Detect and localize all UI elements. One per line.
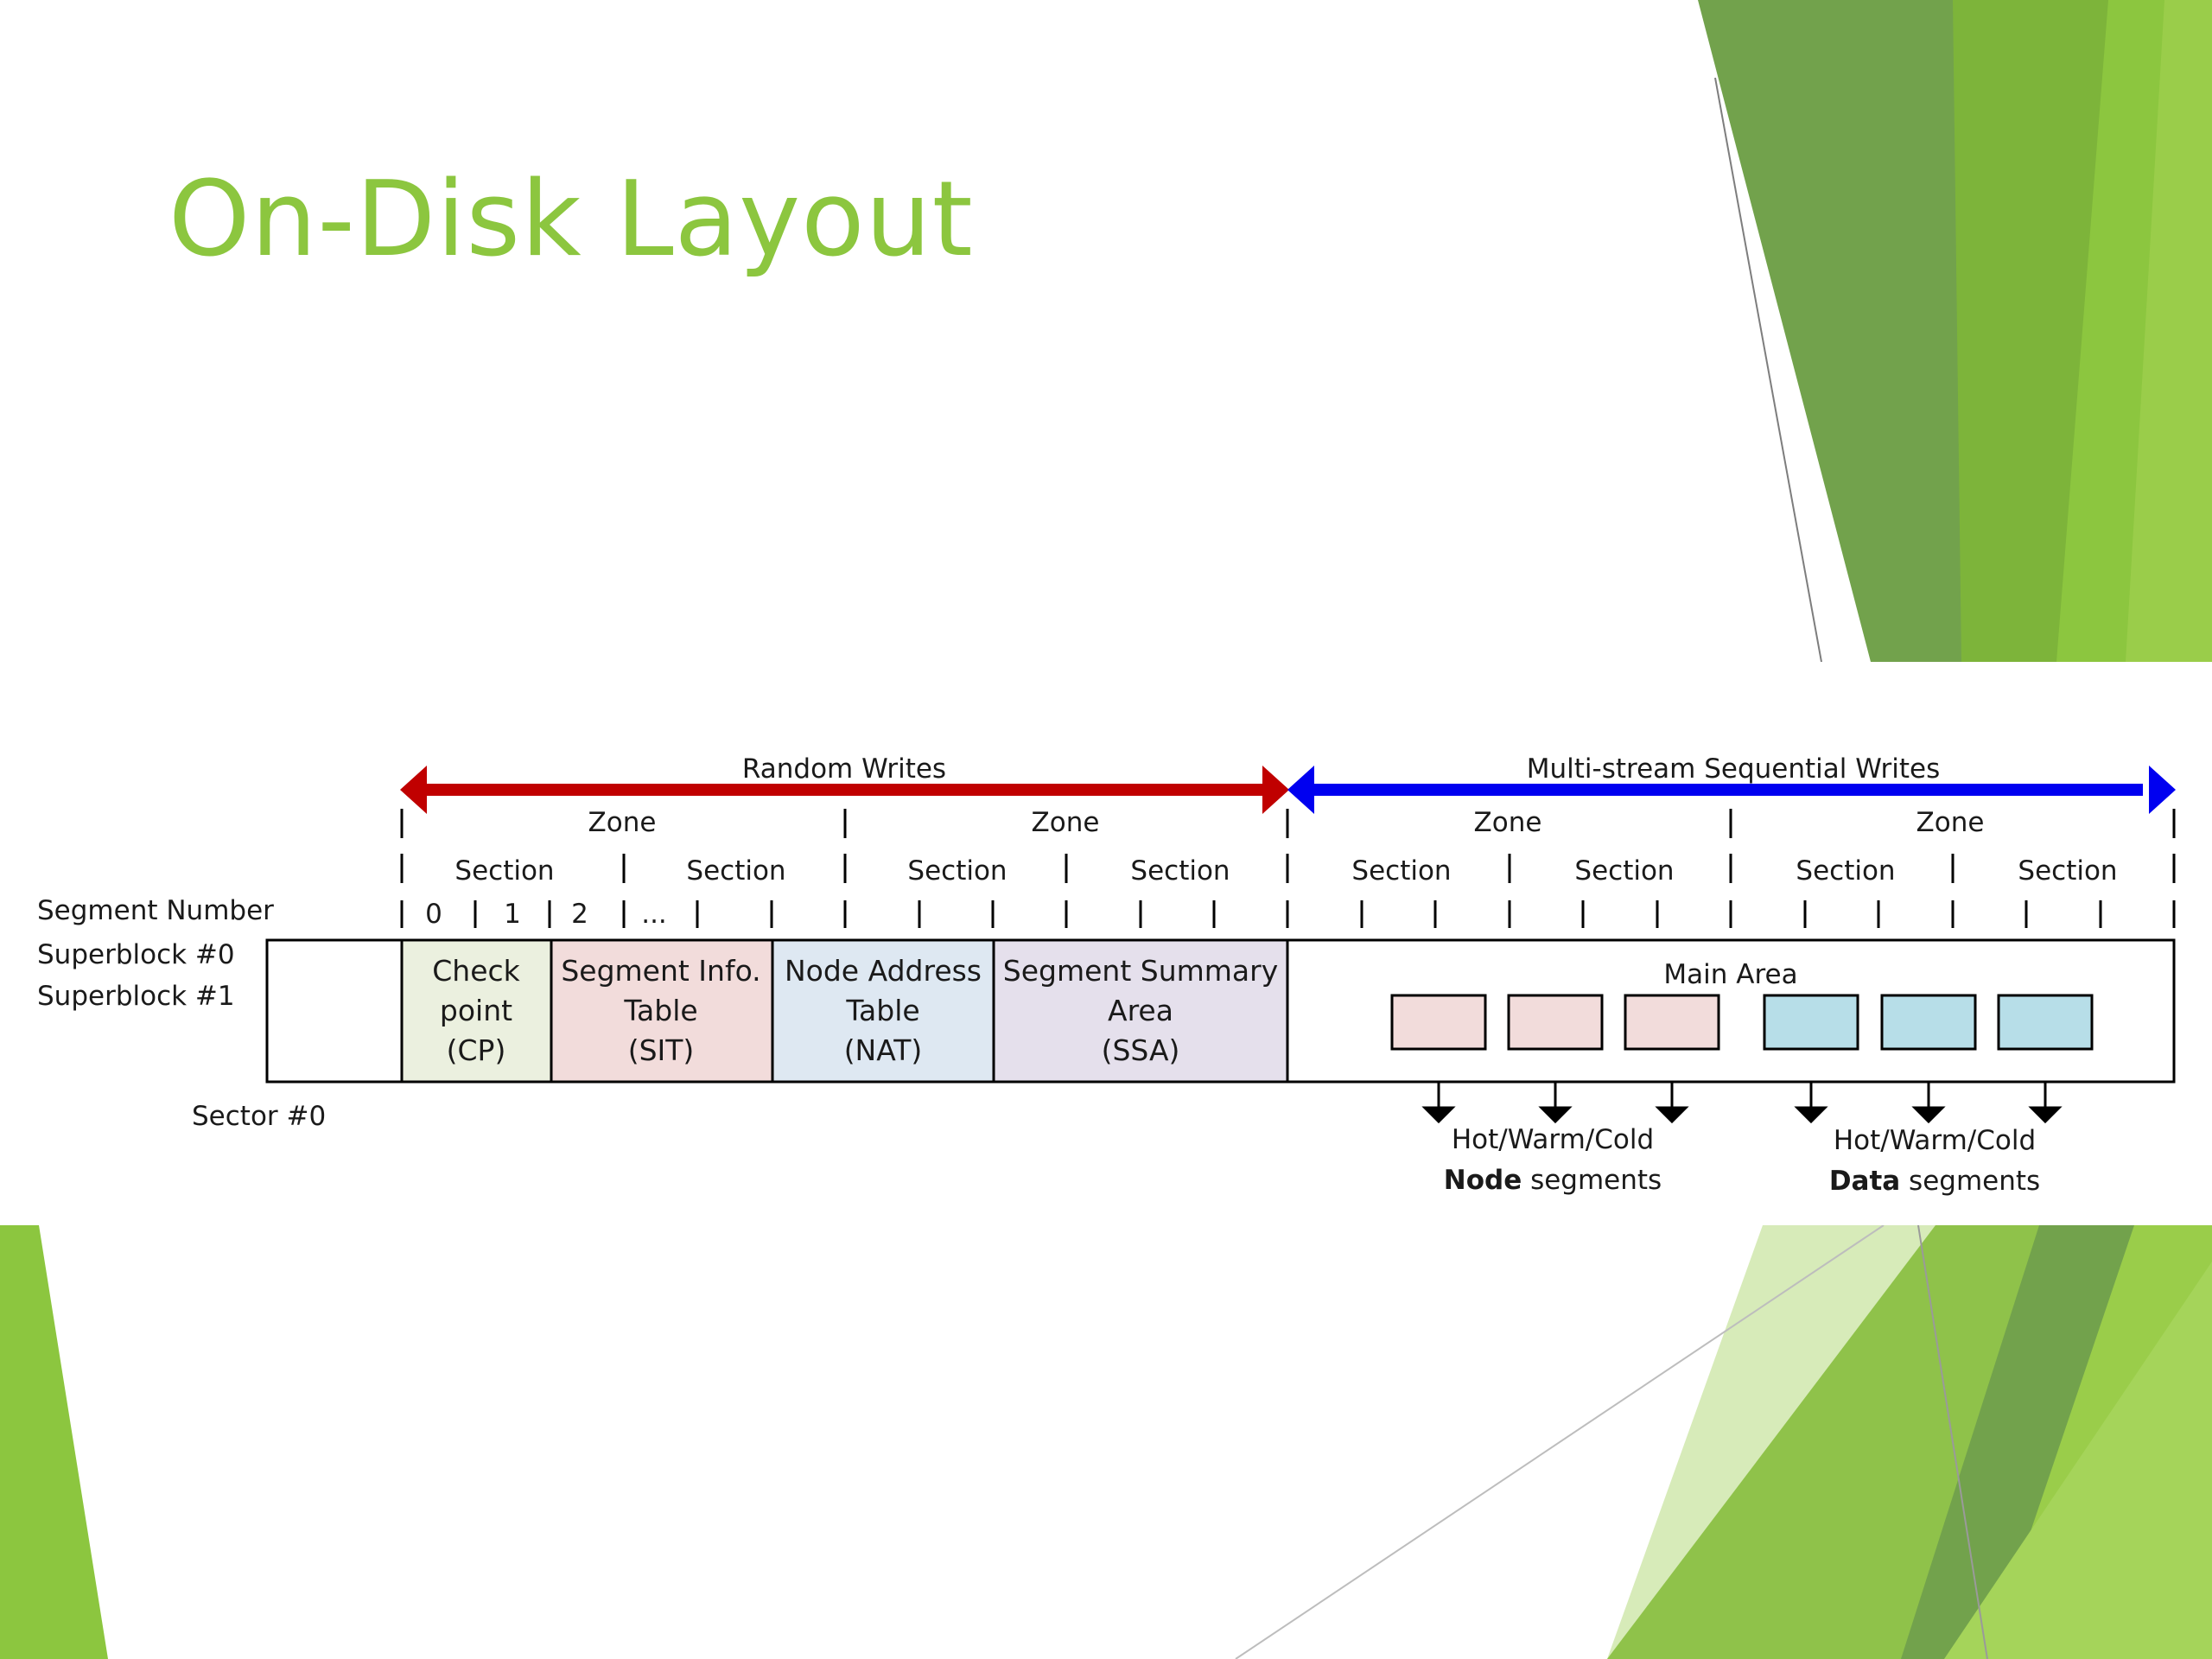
node-segment-box-cold — [1624, 994, 1720, 1051]
zone-ticks — [400, 809, 2176, 838]
ssa-area — [992, 938, 1289, 1084]
data-segment-boxes — [1763, 994, 2094, 1051]
checkpoint-area — [400, 938, 553, 1084]
section-ticks — [400, 854, 2176, 883]
checkpoint-line-2: point — [440, 994, 512, 1027]
sit-line-3: (SIT) — [628, 1033, 695, 1067]
decor-wedge-bottom-left — [0, 1225, 108, 1659]
section-label-6: Section — [1574, 855, 1674, 887]
section-label-8: Section — [2018, 855, 2117, 887]
decor-line-bottom-2 — [1917, 1224, 1988, 1659]
segment-number-2: 2 — [571, 899, 588, 930]
segment-down-arrows — [1421, 1082, 2063, 1124]
data-caption-rest: segments — [1900, 1166, 2040, 1197]
data-segment-box-cold — [1997, 994, 2094, 1051]
node-caption-bold: Node — [1444, 1165, 1522, 1196]
sequential-writes-label: Multi-stream Sequential Writes — [1527, 753, 1940, 785]
diagram-panel: Random Writes Multi-stream Sequential Wr… — [0, 662, 2212, 1225]
zone-label-1: Zone — [588, 807, 657, 838]
node-segment-boxes — [1390, 994, 1720, 1051]
decor-line-top — [1714, 77, 1822, 663]
ssa-line-3: (SSA) — [1102, 1033, 1180, 1067]
random-writes-label: Random Writes — [742, 753, 946, 785]
sector-label: Sector #0 — [192, 1101, 326, 1132]
nat-line-2: Table — [845, 994, 919, 1027]
data-caption-bold: Data — [1829, 1166, 1900, 1197]
f2fs-layout-diagram: Random Writes Multi-stream Sequential Wr… — [37, 753, 2176, 1197]
node-segment-box-warm — [1507, 994, 1604, 1051]
data-caption-line-2: Data segments — [1829, 1166, 2040, 1197]
decor-wedge-top-4 — [2126, 0, 2212, 662]
superblock-1-label: Superblock #1 — [37, 981, 235, 1012]
nat-area — [771, 938, 995, 1084]
segment-number-1: 1 — [504, 899, 521, 930]
ssa-line-2: Area — [1108, 994, 1173, 1027]
nat-line-3: (NAT) — [844, 1033, 923, 1067]
random-writes-arrow — [400, 766, 1289, 814]
segment-number-ellipsis: ... — [641, 899, 667, 930]
data-segment-box-warm — [1880, 994, 1977, 1051]
section-label-3: Section — [907, 855, 1007, 887]
ssa-line-1: Segment Summary — [1003, 954, 1278, 988]
node-caption-rest: segments — [1522, 1165, 1662, 1196]
sit-line-1: Segment Info. — [561, 954, 760, 988]
section-label-2: Section — [686, 855, 785, 887]
section-label-4: Section — [1130, 855, 1230, 887]
segment-number-label: Segment Number — [37, 895, 274, 926]
node-caption-line-2: Node segments — [1444, 1165, 1662, 1196]
data-caption-line-1: Hot/Warm/Cold — [1834, 1125, 2036, 1156]
sit-line-2: Table — [623, 994, 697, 1027]
section-label-7: Section — [1796, 855, 1895, 887]
checkpoint-line-1: Check — [432, 954, 520, 988]
decor-line-bottom — [1235, 1224, 1885, 1659]
sequential-writes-arrow — [1287, 766, 2176, 814]
main-area-label: Main Area — [1663, 959, 1797, 990]
checkpoint-line-3: (CP) — [447, 1033, 506, 1067]
data-segment-box-hot — [1763, 994, 1859, 1051]
node-segment-box-hot — [1390, 994, 1487, 1051]
zone-label-4: Zone — [1916, 807, 1985, 838]
segment-ticks — [400, 900, 2176, 928]
node-caption-line-1: Hot/Warm/Cold — [1452, 1124, 1654, 1155]
section-label-1: Section — [454, 855, 554, 887]
zone-label-3: Zone — [1474, 807, 1542, 838]
decor-wedge-bottom-5 — [1944, 1262, 2212, 1659]
zone-label-2: Zone — [1032, 807, 1100, 838]
sit-area — [550, 938, 774, 1084]
nat-line-1: Node Address — [785, 954, 982, 988]
slide-title: On-Disk Layout — [168, 160, 974, 280]
superblock-0-label: Superblock #0 — [37, 939, 235, 970]
segment-number-0: 0 — [425, 899, 442, 930]
section-label-5: Section — [1351, 855, 1451, 887]
